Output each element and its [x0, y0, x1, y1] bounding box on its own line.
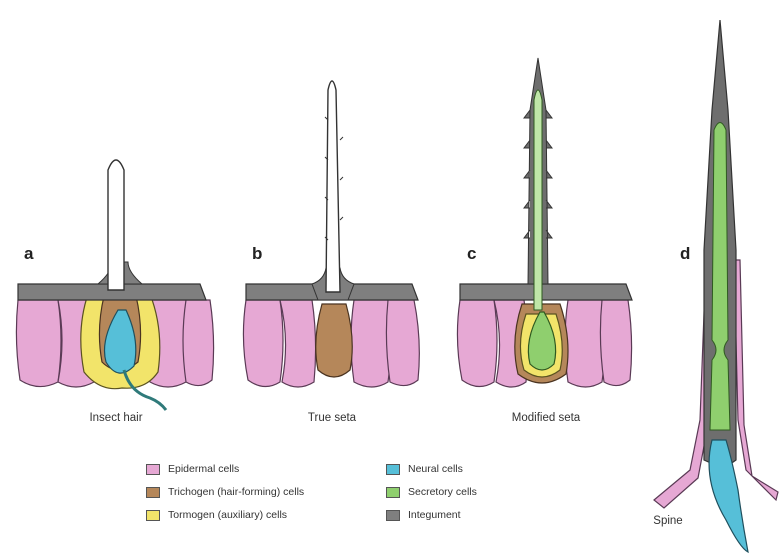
legend-label-secretory: Secretory cells [408, 486, 477, 498]
legend-swatch-integument [386, 510, 400, 521]
legend-label-trichogen: Trichogen (hair-forming) cells [168, 486, 304, 498]
panel-c-caption: Modified seta [476, 412, 616, 424]
legend-item-secretory: Secretory cells [386, 486, 477, 498]
panel-d-right-epidermis [734, 260, 778, 500]
legend-item-trichogen: Trichogen (hair-forming) cells [146, 486, 304, 498]
panel-d-caption: Spine [628, 515, 708, 527]
panel-d-neural-cells [709, 440, 748, 552]
panel-c-illustration [457, 58, 632, 387]
legend-swatch-neural [386, 464, 400, 475]
panel-b-caption: True seta [262, 412, 402, 424]
legend-label-epidermal: Epidermal cells [168, 463, 239, 475]
panel-d-label: d [680, 244, 690, 264]
panel-a-label: a [24, 244, 33, 264]
legend-swatch-secretory [386, 487, 400, 498]
panel-c-secretory-channel [534, 90, 542, 310]
panel-b-label: b [252, 244, 262, 264]
panel-c-label: c [467, 244, 476, 264]
panel-a-hair-shaft [108, 160, 124, 290]
legend-label-integument: Integument [408, 509, 461, 521]
legend-label-neural: Neural cells [408, 463, 463, 475]
panel-d-illustration [654, 20, 778, 552]
panel-b-seta-shaft [326, 81, 340, 292]
legend-swatch-epidermal [146, 464, 160, 475]
panel-b-illustration [243, 81, 419, 387]
legend-item-neural: Neural cells [386, 463, 463, 475]
legend-item-integument: Integument [386, 509, 461, 521]
legend-swatch-tormogen [146, 510, 160, 521]
panel-b-trichogen-cell [316, 304, 353, 377]
legend-item-tormogen: Tormogen (auxiliary) cells [146, 509, 287, 521]
legend-item-epidermal: Epidermal cells [146, 463, 239, 475]
panel-a-illustration [16, 160, 213, 410]
panel-d-left-epidermis [654, 260, 712, 508]
panel-a-caption: Insect hair [46, 412, 186, 424]
legend-swatch-trichogen [146, 487, 160, 498]
panel-c-integument [460, 284, 632, 300]
legend-label-tormogen: Tormogen (auxiliary) cells [168, 509, 287, 521]
